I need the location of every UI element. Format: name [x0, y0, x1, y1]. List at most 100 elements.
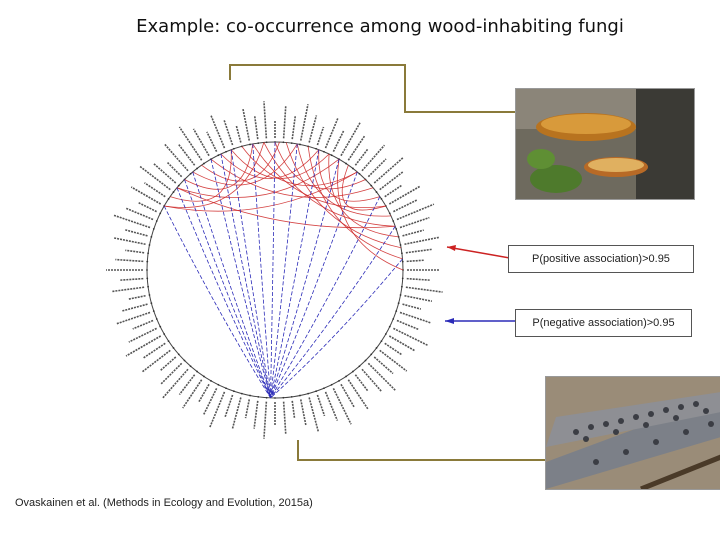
species-label — [164, 143, 189, 172]
species-label — [138, 165, 171, 191]
ring-node — [370, 353, 373, 356]
species-label — [203, 388, 218, 415]
species-label — [324, 391, 339, 421]
ring-node — [388, 212, 391, 215]
ring-node — [155, 318, 158, 320]
ring-node — [358, 365, 361, 368]
negative-link — [270, 171, 358, 399]
species-label — [291, 116, 297, 140]
positive-link — [164, 171, 358, 212]
species-label — [379, 349, 408, 372]
ring-node — [177, 184, 180, 187]
citation: Ovaskainen et al. (Methods in Ecology an… — [15, 497, 313, 509]
species-label — [299, 399, 307, 427]
species-label — [379, 170, 405, 191]
positive-association-legend: P(positive association)>0.95 — [508, 245, 694, 273]
negative-link — [184, 179, 271, 399]
ring-node — [265, 396, 268, 399]
ring-node — [147, 252, 149, 255]
ring-node — [290, 396, 293, 398]
species-label — [244, 399, 251, 419]
species-label — [143, 342, 166, 359]
ring-node — [323, 387, 325, 390]
ring-node — [282, 141, 285, 144]
species-label — [115, 311, 151, 325]
ring-node — [225, 387, 227, 390]
ring-node — [189, 172, 192, 175]
ring-node — [167, 340, 170, 343]
ring-node — [392, 318, 395, 320]
ring-node — [392, 220, 395, 222]
species-label — [388, 335, 415, 352]
negative-link — [220, 153, 271, 399]
species-label — [316, 126, 325, 146]
ring-node — [152, 310, 155, 313]
species-label — [347, 379, 369, 410]
species-label — [132, 319, 154, 330]
species-label — [340, 383, 355, 408]
species-label — [354, 148, 369, 166]
species-label — [159, 362, 183, 386]
negative-association-legend: P(negative association)>0.95 — [515, 309, 692, 337]
ring-node — [150, 302, 153, 305]
species-label — [308, 397, 320, 433]
positive-link — [201, 141, 280, 182]
species-label — [347, 135, 366, 161]
species-label — [332, 129, 345, 152]
positive-link — [341, 165, 386, 211]
ring-node — [397, 302, 400, 305]
species-label — [121, 303, 148, 312]
positive-link — [318, 149, 380, 202]
ring-node — [330, 383, 333, 386]
ring-node — [352, 370, 354, 373]
ring-node — [274, 397, 276, 399]
ring-node — [196, 370, 198, 373]
species-label — [235, 124, 242, 143]
species-label — [138, 202, 157, 213]
species-label — [404, 236, 440, 246]
ring-node — [167, 197, 170, 200]
ring-node — [146, 277, 149, 280]
ring-node — [323, 150, 325, 153]
association-links — [163, 141, 404, 399]
negative-link — [270, 141, 276, 398]
species-label — [308, 115, 318, 143]
species-label — [373, 356, 394, 375]
species-label — [396, 203, 435, 221]
species-label — [393, 327, 428, 346]
positive-link — [210, 158, 374, 198]
ring-node — [155, 220, 158, 222]
species-label — [166, 161, 183, 178]
ring-node — [146, 269, 148, 271]
ring-node — [395, 310, 398, 313]
ring-node — [399, 244, 402, 246]
positive-link — [230, 149, 330, 179]
ring-node — [401, 285, 403, 288]
ring-node — [159, 212, 162, 215]
connector-top — [229, 64, 515, 113]
negative-link — [270, 149, 320, 399]
species-label — [406, 259, 425, 263]
species-label — [142, 349, 171, 373]
ring-node — [217, 383, 220, 386]
species-label — [113, 237, 146, 246]
ring-node — [257, 142, 260, 144]
ring-node — [384, 333, 387, 335]
species-label — [112, 286, 145, 293]
negative-link — [270, 258, 403, 399]
species-label — [242, 108, 251, 141]
ring-node — [345, 375, 348, 378]
negative-link — [270, 196, 381, 399]
ring-node — [282, 396, 285, 399]
species-label — [399, 216, 430, 229]
positive-link — [337, 159, 404, 271]
species-label — [253, 400, 259, 429]
species-label — [128, 327, 157, 343]
slide-title: Example: co-occurrence among wood-inhabi… — [136, 16, 624, 37]
ring-node — [380, 340, 383, 343]
crust-fungus-on-branch-photo — [545, 376, 720, 490]
ring-node — [217, 154, 220, 157]
ring-node — [265, 141, 268, 144]
ring-node — [380, 197, 383, 200]
ring-node — [358, 172, 361, 175]
